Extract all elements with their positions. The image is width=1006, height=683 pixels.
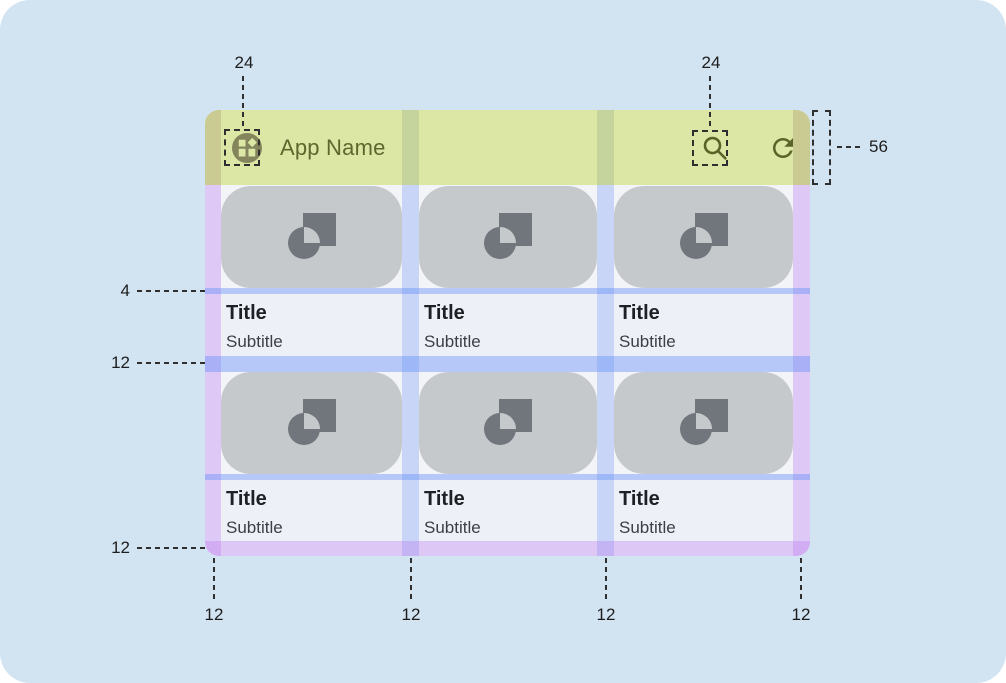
measurement-label-appbar-height: 56 bbox=[869, 137, 888, 156]
measure-line bbox=[137, 362, 205, 364]
card-subtitle: Subtitle bbox=[424, 518, 481, 537]
measurement-label-media-gap: 4 bbox=[120, 281, 130, 300]
card-title: Title bbox=[424, 488, 465, 510]
measurement-label-margin-right: 12 bbox=[791, 605, 811, 624]
measure-box-app-icon bbox=[224, 129, 260, 166]
measure-box-search-icon bbox=[692, 130, 728, 166]
measurement-label-bottom-margin: 12 bbox=[111, 538, 130, 557]
measure-line bbox=[213, 558, 215, 600]
measure-line bbox=[137, 547, 205, 549]
image-placeholder-icon bbox=[679, 399, 728, 445]
card-media bbox=[221, 186, 402, 288]
app-logo-button[interactable] bbox=[232, 133, 262, 163]
card-title: Title bbox=[424, 302, 465, 324]
measurement-label-icon-left: 24 bbox=[234, 53, 254, 72]
app-window: App Name bbox=[205, 110, 810, 556]
measurement-label-icon-right: 24 bbox=[701, 53, 721, 72]
card-subtitle: Subtitle bbox=[226, 332, 283, 351]
card-subtitle: Subtitle bbox=[424, 332, 481, 351]
image-placeholder-icon bbox=[484, 213, 532, 259]
refresh-icon bbox=[773, 138, 793, 158]
measure-line bbox=[800, 558, 802, 600]
card-text-block: Title Subtitle bbox=[221, 294, 402, 356]
card-subtitle: Subtitle bbox=[619, 332, 676, 351]
measurement-label-margin-left: 12 bbox=[204, 605, 224, 624]
search-icon bbox=[703, 136, 727, 160]
card[interactable]: Title Subtitle bbox=[419, 372, 597, 542]
card-media bbox=[419, 186, 597, 288]
measure-bracket-appbar bbox=[812, 110, 831, 185]
measure-line bbox=[137, 290, 205, 292]
row-gap-overlay bbox=[205, 356, 810, 372]
card[interactable]: Title Subtitle bbox=[419, 186, 597, 356]
app-title: App Name bbox=[280, 134, 386, 160]
measurement-label-gutter-1: 12 bbox=[401, 605, 421, 624]
card-text-block: Title Subtitle bbox=[419, 294, 597, 356]
image-placeholder-icon bbox=[484, 399, 532, 445]
measure-line bbox=[837, 146, 861, 148]
measure-line bbox=[709, 76, 711, 129]
card-subtitle: Subtitle bbox=[619, 518, 676, 537]
measurement-label-row-gap: 12 bbox=[111, 353, 130, 372]
card[interactable]: Title Subtitle bbox=[221, 372, 402, 542]
card-title: Title bbox=[619, 302, 660, 324]
card-text-block: Title Subtitle bbox=[221, 480, 402, 542]
card-media bbox=[221, 372, 402, 474]
image-placeholder-icon bbox=[287, 213, 336, 259]
image-placeholder-icon bbox=[679, 213, 728, 259]
measure-line bbox=[410, 558, 412, 600]
search-button[interactable] bbox=[700, 133, 730, 163]
card-title: Title bbox=[619, 488, 660, 510]
card[interactable]: Title Subtitle bbox=[221, 186, 402, 356]
card-text-block: Title Subtitle bbox=[419, 480, 597, 542]
card[interactable]: Title Subtitle bbox=[614, 186, 793, 356]
measure-line bbox=[605, 558, 607, 600]
card[interactable]: Title Subtitle bbox=[614, 372, 793, 542]
card-text-block: Title Subtitle bbox=[614, 480, 793, 542]
card-title: Title bbox=[226, 302, 267, 324]
card-subtitle: Subtitle bbox=[226, 518, 283, 537]
refresh-button[interactable] bbox=[768, 133, 798, 163]
card-media bbox=[614, 372, 793, 474]
image-placeholder-icon bbox=[287, 399, 336, 445]
measurement-label-gutter-2: 12 bbox=[596, 605, 616, 624]
card-text-block: Title Subtitle bbox=[614, 294, 793, 356]
card-title: Title bbox=[226, 488, 267, 510]
card-media bbox=[419, 372, 597, 474]
app-logo-icon bbox=[232, 133, 262, 163]
bottom-margin-overlay bbox=[205, 541, 810, 556]
measure-line bbox=[242, 76, 244, 128]
card-media bbox=[614, 186, 793, 288]
